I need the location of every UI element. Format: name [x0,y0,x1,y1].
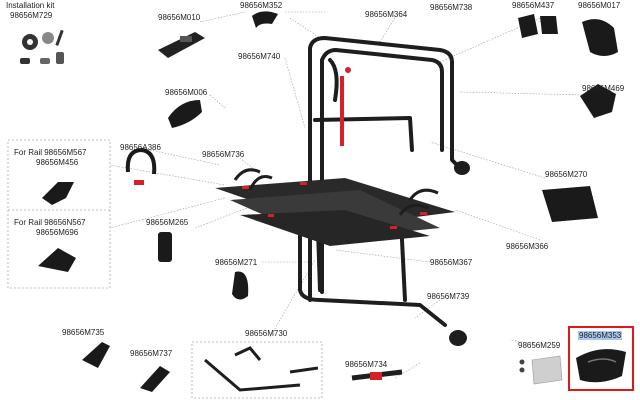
label-98656M259: 98656M259 [518,341,561,350]
part-m737-shape [140,366,170,392]
label-for-rail-98656M567: For Rail 98656M567 [14,148,87,157]
label-98656A386: 98656A386 [120,143,161,152]
part-m270-shape [542,186,598,222]
wheel-cradles [233,168,439,216]
label-98656M352: 98656M352 [240,1,283,10]
rail-options-box [7,139,111,289]
label-98656M017: 98656M017 [578,1,621,10]
label-for-rail-98656N567: For Rail 98656N567 [14,218,86,227]
part-m456-shape [42,182,74,205]
bike-rails [215,178,455,246]
part-m730-shape [204,346,319,392]
label-98656M367: 98656M367 [430,258,473,267]
label-98656M738: 98656M738 [430,3,473,12]
label-98656M271: 98656M271 [215,258,258,267]
label-98656M469: 98656M469 [582,84,625,93]
label-98656M006: 98656M006 [165,88,208,97]
label-98656M353-selected[interactable]: 98656M353 [578,331,623,340]
part-m006-shape [168,100,202,128]
part-m734-shape [351,369,403,381]
label-98656M739: 98656M739 [427,292,470,301]
part-m469-shape [580,84,616,118]
label-installation-kit: Installation kit [6,1,55,10]
label-98656M270: 98656M270 [545,170,588,179]
installation-kit-icon [20,29,64,64]
part-a386-shape [125,147,157,185]
label-98656M696: 98656M696 [36,228,79,237]
red-accents [242,67,427,229]
part-m353-shape [576,349,626,383]
part-m696-shape [38,248,76,272]
label-98656M456: 98656M456 [36,158,79,167]
label-98656M737: 98656M737 [130,349,173,358]
label-98656M265: 98656M265 [146,218,189,227]
part-m017-shape [582,19,618,56]
part-m735-shape [82,342,110,368]
part-m353-inner [587,358,617,363]
label-98656M364: 98656M364 [365,10,408,19]
highlight-box[interactable] [568,326,634,391]
label-98656M734: 98656M734 [345,360,388,369]
part-m265-shape [158,232,172,262]
label-98656M740: 98656M740 [238,52,281,61]
label-98656M010: 98656M010 [158,13,201,22]
part-m437-shape [518,14,558,38]
part-m271-shape [232,271,249,300]
part-m010-shape [158,32,205,58]
label-98656M366: 98656M366 [506,242,549,251]
part-m352-shape [252,11,278,28]
frame-feet [449,161,470,346]
rack-frame [298,36,462,327]
label-98656M736: 98656M736 [202,150,245,159]
label-98656M437: 98656M437 [512,1,555,10]
label-98656M735: 98656M735 [62,328,105,337]
label-98656M729: 98656M729 [10,11,53,20]
part-m259-shape [519,355,563,385]
m730-group-box [191,341,323,399]
label-98656M730: 98656M730 [245,329,288,338]
